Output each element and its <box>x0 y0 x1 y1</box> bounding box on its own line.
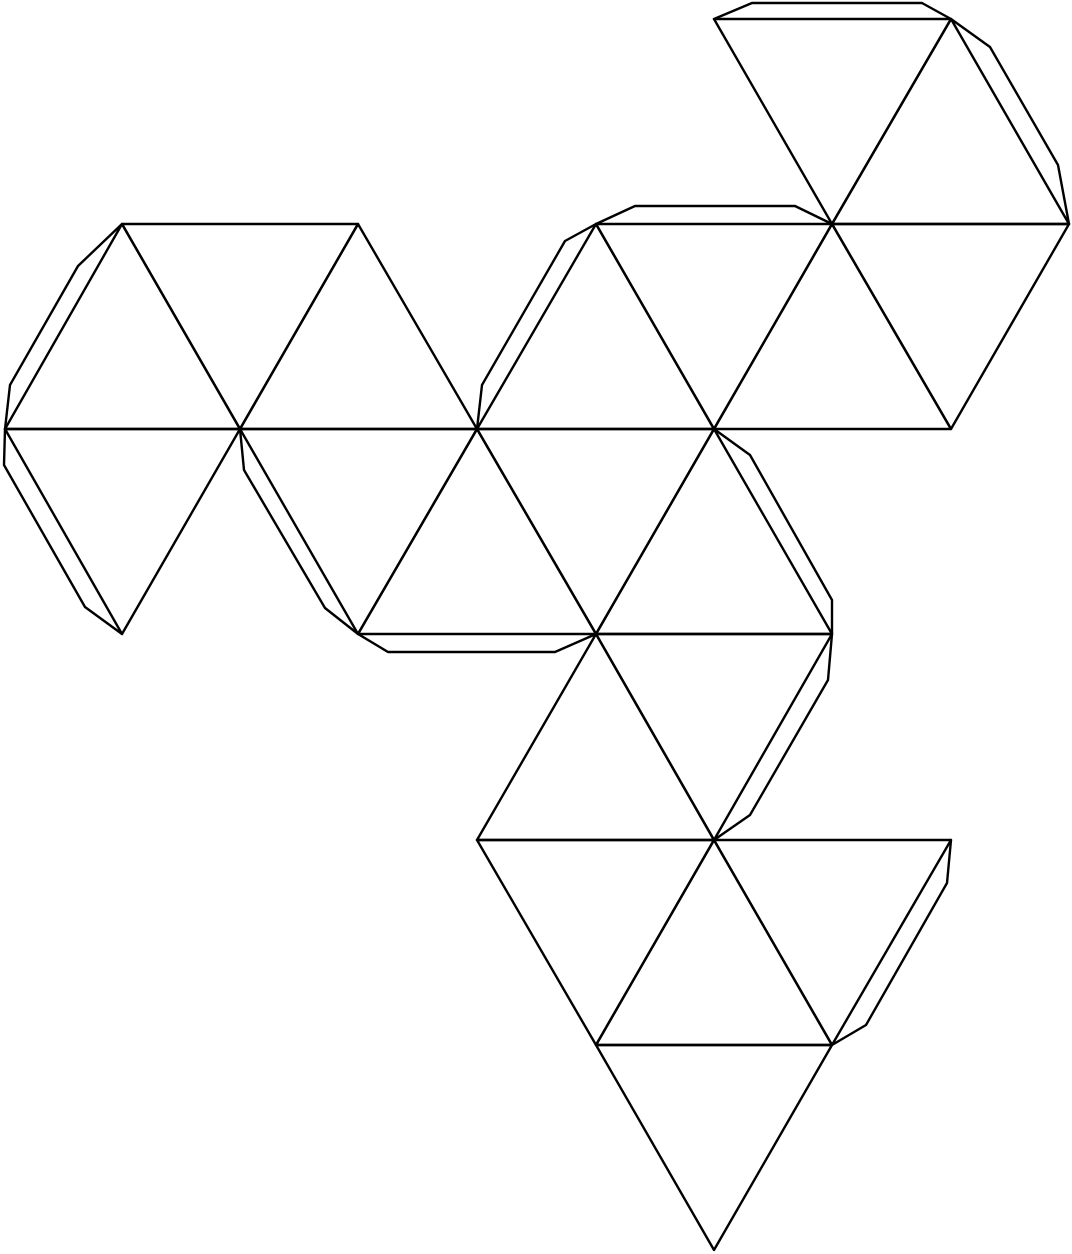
triangle-face <box>594 427 834 636</box>
triangle-face <box>475 222 716 431</box>
triangle-face <box>830 222 1071 431</box>
glue-tabs <box>2 1 1071 1047</box>
glue-tab <box>830 838 953 1047</box>
glue-tab <box>712 632 834 842</box>
triangle-face <box>594 1043 834 1252</box>
triangle-face <box>712 838 953 1047</box>
glue-tab <box>356 632 598 654</box>
glue-tab <box>238 427 360 636</box>
glue-tab <box>594 204 834 226</box>
triangle-faces <box>3 17 1071 1252</box>
glue-tab <box>475 222 598 431</box>
triangle-face <box>238 427 479 636</box>
triangle-face <box>238 222 479 431</box>
glue-tab <box>949 17 1071 226</box>
glue-tab <box>712 427 834 636</box>
triangle-face <box>594 632 834 842</box>
triangle-face <box>3 222 242 431</box>
triangle-face <box>356 427 598 636</box>
triangle-face <box>594 222 834 431</box>
triangle-face <box>712 222 953 431</box>
triangle-face <box>475 632 716 842</box>
glue-tab <box>3 222 124 431</box>
triangle-face <box>120 222 360 431</box>
triangle-face <box>475 427 716 636</box>
glue-tab <box>2 427 124 636</box>
triangle-face <box>3 427 242 636</box>
triangle-face <box>712 17 953 226</box>
triangle-face <box>594 838 834 1047</box>
glue-tab <box>712 1 953 21</box>
triangle-face <box>475 838 716 1047</box>
